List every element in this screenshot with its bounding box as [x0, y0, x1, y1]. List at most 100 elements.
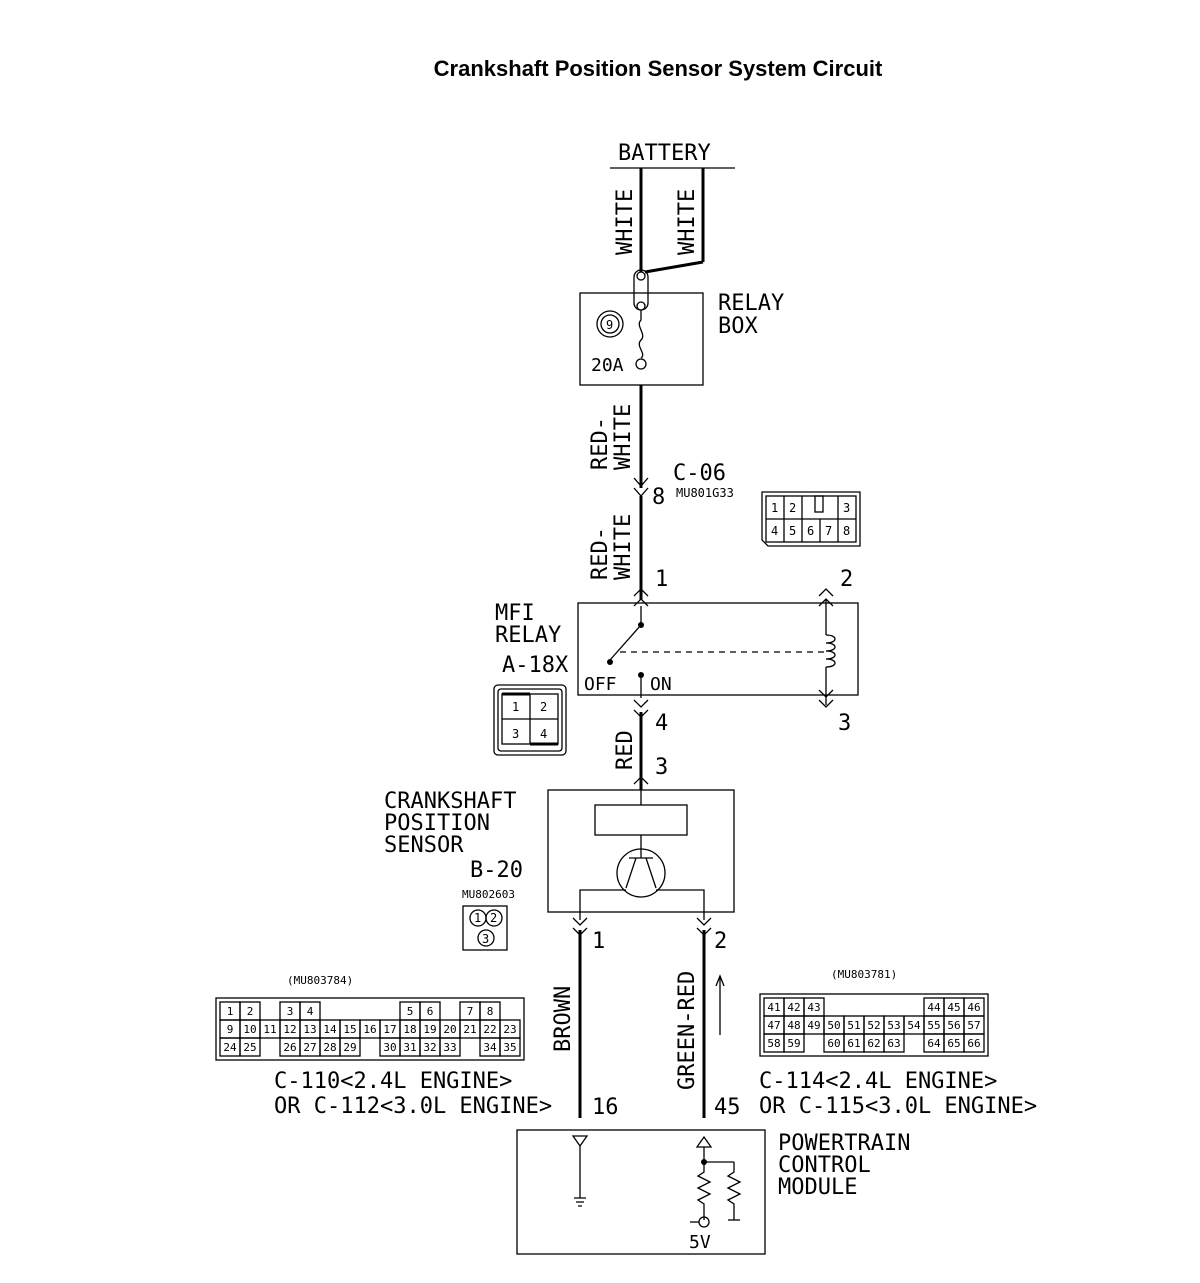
left-connector-pin-29: 29 [343, 1041, 356, 1054]
wire-red-label: RED [613, 730, 638, 770]
right-connector-pin-60: 60 [827, 1037, 840, 1050]
a18x-pin-3: 3 [512, 727, 519, 741]
left-connector-pin-24: 24 [223, 1041, 237, 1054]
right-connector-pin-62: 62 [867, 1037, 880, 1050]
left-connector-pin-7: 7 [467, 1005, 474, 1018]
left-connector-label-2: OR C-112<3.0L ENGINE> [274, 1094, 552, 1119]
b20-pin-1: 1 [474, 911, 481, 925]
right-connector-pin-64: 64 [927, 1037, 941, 1050]
right-connector-pin-57: 57 [967, 1019, 980, 1032]
left-connector-pin-32: 32 [423, 1041, 436, 1054]
sensor-pin-3: 3 [655, 755, 668, 780]
mfi-switch-arm [609, 624, 642, 661]
left-connector-pin-14: 14 [323, 1023, 337, 1036]
c06-pin-8: 8 [652, 485, 665, 510]
wire-red-white-1b: WHITE [611, 404, 636, 470]
c06-pin-6: 6 [807, 524, 814, 538]
pull-up-resistor [696, 1162, 712, 1220]
fuse-number-circle [596, 310, 624, 338]
left-connector-pin-23: 23 [503, 1023, 516, 1036]
wire-white-right: WHITE [675, 189, 700, 255]
left-connector-pin-20: 20 [443, 1023, 456, 1036]
right-connector-pin-65: 65 [947, 1037, 960, 1050]
right-connector-pin-46: 46 [967, 1001, 980, 1014]
c06-pin-8-view: 8 [843, 524, 850, 538]
left-connector-pin-10: 10 [243, 1023, 256, 1036]
a18x-connector-view: 1 2 3 4 [493, 684, 567, 756]
left-connector-pin-15: 15 [343, 1023, 356, 1036]
mfi-pin2-connector [818, 588, 834, 607]
pcm-pin-45: 45 [714, 1095, 741, 1120]
sensor-label-3: SENSOR [384, 833, 464, 858]
mfi-pin1-connector [633, 588, 649, 607]
right-connector-pin-54: 54 [907, 1019, 921, 1032]
mfi-pin3-connector [818, 689, 834, 708]
left-connector-pin-1: 1 [227, 1005, 234, 1018]
right-connector-pin-44: 44 [927, 1001, 941, 1014]
sensor-output-left [579, 889, 626, 920]
right-connector-pin-49: 49 [807, 1019, 820, 1032]
right-connector-pin-52: 52 [867, 1019, 880, 1032]
right-connector-pin-56: 56 [947, 1019, 960, 1032]
right-connector-pin-58: 58 [767, 1037, 780, 1050]
b20-pin-3: 3 [482, 932, 489, 946]
right-connector-cell [783, 1033, 805, 1053]
right-connector-pin-63: 63 [887, 1037, 900, 1050]
a18x-pin-1: 1 [512, 700, 519, 714]
wire-red-white-1a: RED- [588, 417, 613, 470]
sensor-label-1: CRANKSHAFT [384, 789, 516, 814]
mfi-relay-label-2: RELAY [495, 623, 561, 648]
fuse-number: 9 [606, 318, 613, 332]
right-connector-part: (MU803781) [831, 968, 897, 981]
pcm-input-16 [571, 1135, 589, 1148]
right-connector-pin-55: 55 [927, 1019, 940, 1032]
fuse-number-inner [600, 314, 620, 334]
right-connector-pin-59: 59 [787, 1037, 800, 1050]
right-connector-pin-50: 50 [827, 1019, 840, 1032]
sensor-connector: B-20 [470, 858, 523, 883]
c06-pin-1: 1 [771, 501, 778, 515]
left-connector-pin-25: 25 [243, 1041, 256, 1054]
terminal-dot [636, 271, 646, 281]
sensor-pin3-connector [633, 776, 649, 785]
fuse-symbol [638, 310, 644, 359]
mfi-pin-2: 2 [840, 567, 853, 592]
right-connector-pin-43: 43 [807, 1001, 820, 1014]
right-connector-pin-61: 61 [847, 1037, 860, 1050]
left-connector-pin-34: 34 [483, 1041, 497, 1054]
pcm-label-3: MODULE [778, 1175, 857, 1200]
mfi-pin-3: 3 [838, 711, 851, 736]
right-connector-label-2: OR C-115<3.0L ENGINE> [759, 1094, 1037, 1119]
pcm-5v-label: 5V [689, 1232, 711, 1253]
left-connector-pin-26: 26 [283, 1041, 296, 1054]
sensor-pin-1: 1 [592, 929, 605, 954]
ground-icon [574, 1197, 586, 1207]
c06-pin-3: 3 [843, 501, 850, 515]
left-connector-pin-9: 9 [227, 1023, 234, 1036]
left-connector-cell [339, 1037, 361, 1057]
left-connector-pin-35: 35 [503, 1041, 516, 1054]
right-connector-pin-51: 51 [847, 1019, 860, 1032]
left-connector-pin-6: 6 [427, 1005, 434, 1018]
left-connector-pin-4: 4 [307, 1005, 314, 1018]
mfi-coil [825, 634, 836, 668]
sensor-output-right [656, 889, 705, 920]
left-connector-pin-17: 17 [383, 1023, 396, 1036]
sensor-element [594, 804, 688, 836]
c06-part: MU801G33 [676, 486, 734, 500]
c06-pin-4: 4 [771, 524, 778, 538]
transistor-emitter [625, 857, 637, 889]
right-connector-cell [883, 1033, 905, 1053]
diagram-title: Crankshaft Position Sensor System Circui… [433, 56, 883, 81]
pcm-pin-16: 16 [592, 1095, 619, 1120]
left-connector-pin-13: 13 [303, 1023, 316, 1036]
battery-label: BATTERY [618, 141, 711, 166]
left-connector-pin-16: 16 [363, 1023, 376, 1036]
left-connector-pin-22: 22 [483, 1023, 496, 1036]
left-connector-pin-33: 33 [443, 1041, 456, 1054]
a18x-pin-4: 4 [540, 727, 547, 741]
left-connector-pin-31: 31 [403, 1041, 416, 1054]
mfi-pin-4: 4 [655, 711, 668, 736]
